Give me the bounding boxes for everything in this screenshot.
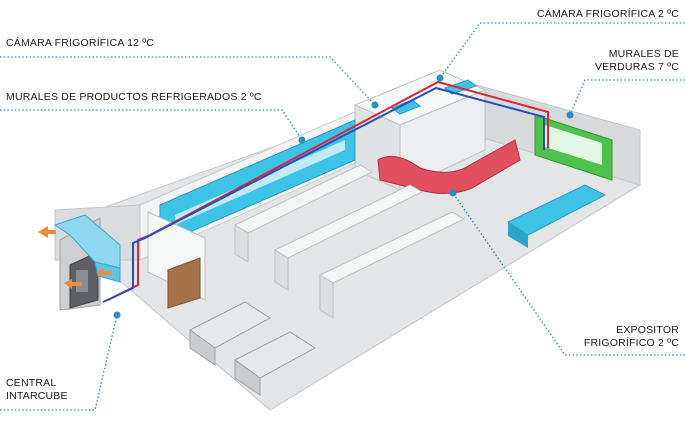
- callout-murales-verduras-dot: [567, 112, 574, 119]
- gondola-3-side: [320, 275, 333, 318]
- callout-murales-productos: [0, 110, 302, 140]
- label-camara-12: CÁMARA FRIGORÍFICA 12 ºC: [6, 37, 154, 49]
- callout-central-dot: [114, 312, 121, 319]
- callout-expositor-dot: [450, 190, 457, 197]
- label-expositor-line2: FRIGORÍFICO 2 ºC: [584, 337, 679, 349]
- intarcube-panel: [76, 270, 88, 292]
- label-camara-2: CÁMARA FRIGORÍFICA 2 ºC: [537, 8, 679, 20]
- label-murales-verduras-line1: MURALES DE: [609, 48, 679, 60]
- callout-camara-2-dot: [437, 75, 444, 82]
- callout-murales-verduras: [570, 80, 685, 115]
- airflow-arrow-out: [38, 226, 56, 238]
- label-central-line2: INTARCUBE: [6, 390, 68, 402]
- label-central-line1: CENTRAL: [6, 377, 56, 389]
- callout-murales-productos-dot: [299, 137, 306, 144]
- label-expositor-line1: EXPOSITOR: [616, 324, 679, 336]
- label-murales-productos: MURALES DE PRODUCTOS REFRIGERADOS 2 ºC: [6, 91, 262, 103]
- label-murales-verduras-line2: VERDURAS 7 ºC: [595, 61, 679, 73]
- callout-camara-12-dot: [372, 102, 379, 109]
